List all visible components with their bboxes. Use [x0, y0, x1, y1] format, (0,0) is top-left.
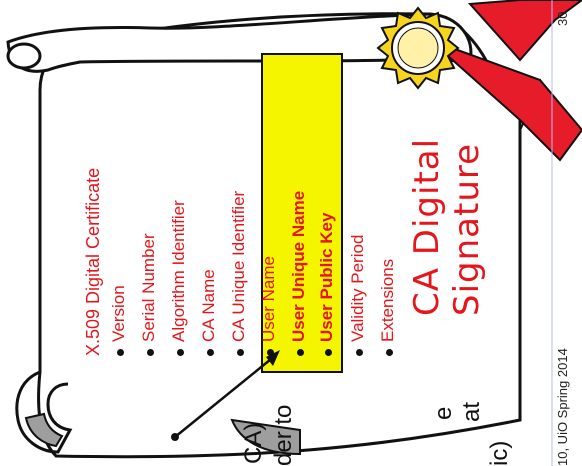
- side-text-1: CA): [242, 423, 266, 464]
- bullet: [237, 349, 244, 356]
- field-extensions: Extensions: [379, 259, 396, 342]
- side-text-5: ic): [488, 441, 512, 466]
- field-validity-period: Validity Period: [349, 235, 366, 342]
- signature-line-1: CA Digital: [410, 138, 444, 316]
- bullet: [356, 349, 363, 356]
- bullet: [297, 349, 304, 356]
- bullet: [386, 349, 393, 356]
- side-text-3: e: [432, 407, 456, 420]
- certificate-title: X.509 Digital Certificate: [84, 168, 102, 356]
- side-text-4: at: [460, 402, 484, 422]
- field-serial-number: Serial Number: [140, 233, 157, 342]
- bullet: [117, 349, 124, 356]
- field-version: Version: [110, 285, 127, 342]
- field-user-name: User Name: [260, 256, 277, 342]
- field-user-public-key: User Public Key: [318, 213, 335, 342]
- field-ca-unique-identifier: CA Unique Identifier: [230, 191, 247, 342]
- bullet: [267, 349, 274, 356]
- field-ca-name: CA Name: [200, 269, 217, 342]
- page-number: 30: [556, 12, 569, 26]
- bullet: [207, 349, 214, 356]
- bullet: [325, 349, 332, 356]
- field-algorithm-identifier: Algorithm Identifier: [170, 200, 187, 342]
- signature-line-2: Signature: [450, 143, 484, 316]
- bullet: [147, 349, 154, 356]
- footer-course: 10, UiO Spring 2014: [556, 348, 569, 466]
- bullet: [177, 349, 184, 356]
- side-text-2: der to: [272, 405, 296, 466]
- field-user-unique-name: User Unique Name: [290, 191, 307, 342]
